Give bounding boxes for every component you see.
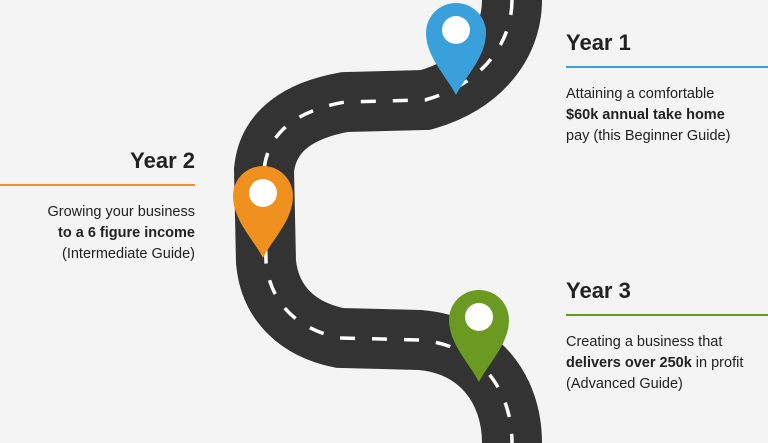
milestone-description: Creating a business that delivers over 2…	[566, 334, 744, 392]
milestone-year2: Year 2 Growing your business to a 6 figu…	[0, 150, 195, 265]
milestone-title: Year 2	[130, 148, 195, 173]
milestone-title: Year 3	[566, 278, 631, 303]
divider	[0, 184, 195, 186]
milestone-title: Year 1	[566, 30, 631, 55]
location-pin-icon-year2	[233, 166, 293, 258]
divider	[566, 314, 768, 316]
milestone-description: Growing your business to a 6 figure inco…	[47, 204, 196, 262]
pin-body	[426, 3, 486, 95]
lane-markers	[262, 0, 514, 443]
pin-body	[233, 166, 293, 258]
milestone-year3: Year 3 Creating a business that delivers…	[566, 280, 768, 395]
location-pin-icon-year3	[449, 290, 509, 382]
divider	[566, 66, 768, 68]
milestone-description: Attaining a comfortable $60k annual take…	[566, 86, 731, 144]
pin-body	[449, 290, 509, 382]
milestone-year1: Year 1 Attaining a comfortable $60k annu…	[566, 32, 768, 147]
location-pin-icon-year1	[426, 3, 486, 95]
road	[233, 0, 542, 443]
